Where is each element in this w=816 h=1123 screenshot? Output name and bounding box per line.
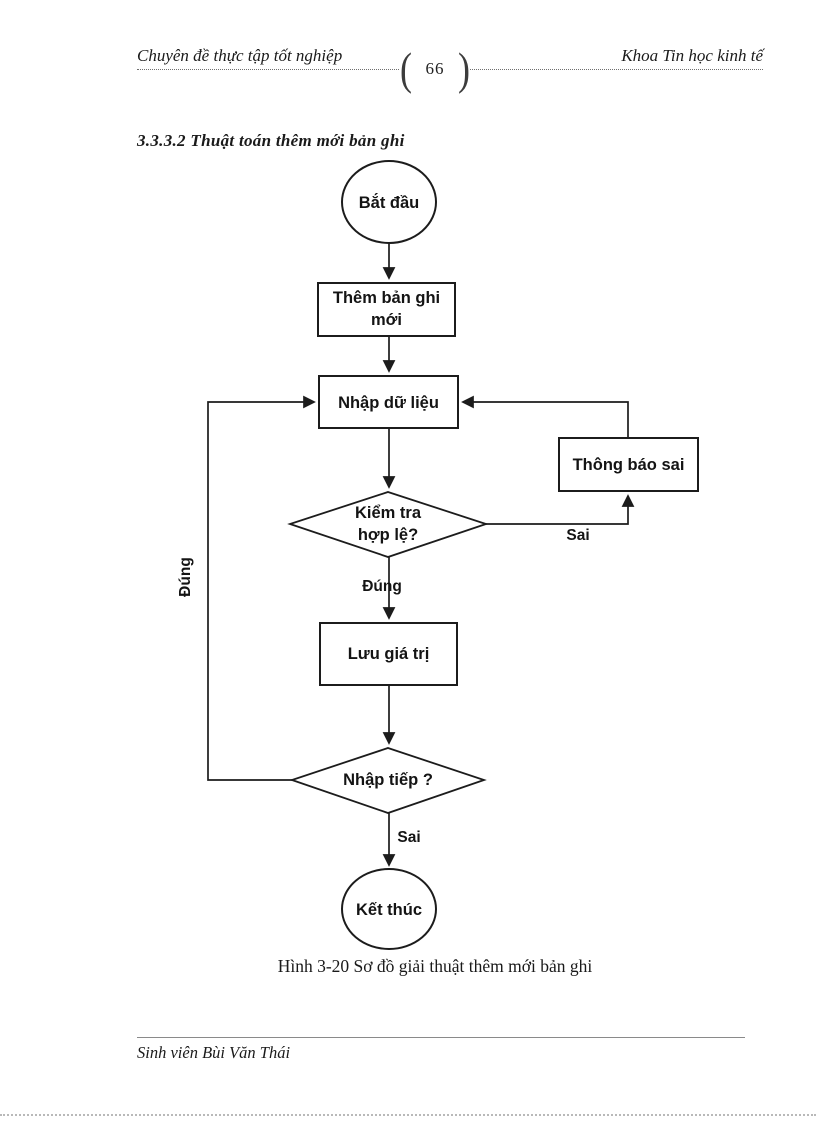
end-node-label: Kết thúc <box>356 901 422 919</box>
page-number-brace-right: ) <box>458 44 470 94</box>
edge-error-to-input <box>461 395 629 438</box>
continue-input-label: Nhập tiếp ? <box>343 771 433 789</box>
input-data-process-shape <box>318 375 459 429</box>
save-value-label: Lưu giá trị <box>347 645 430 663</box>
footer-student-name: Sinh viên Bùi Văn Thái <box>137 1043 291 1062</box>
edge-validate-sai-to-error <box>486 494 635 525</box>
validate-decision-shape <box>287 491 489 558</box>
add-record-process-shape <box>317 282 456 337</box>
end-terminator-shape <box>341 868 437 950</box>
save-value-process-shape <box>319 622 458 686</box>
page-number-badge: ( 66 ) <box>400 46 470 92</box>
edge-label-validate-sai: Sai <box>566 527 590 544</box>
footer-rule <box>137 1037 745 1038</box>
input-data-label: Nhập dữ liệu <box>338 394 439 412</box>
page-number-brace-left: ( <box>400 44 412 94</box>
add-record-label: Thêm bản ghi mới <box>332 289 441 330</box>
header-right-title: Khoa Tin học kinh tế <box>621 46 763 65</box>
header-left-title: Chuyên đề thực tập tốt nghiệp <box>137 46 343 65</box>
page-bottom-edge <box>0 1114 816 1116</box>
validate-label: Kiểm tra hợp lệ? <box>354 504 422 545</box>
edge-label-continue-sai: Sai <box>397 829 421 846</box>
edge-label-continue-dung: Đúng <box>177 557 194 597</box>
page-number: 66 <box>425 59 445 78</box>
continue-decision-shape <box>289 747 487 814</box>
edge-continue-dung-to-input <box>207 395 316 781</box>
start-terminator-shape <box>341 160 437 244</box>
edge-label-validate-dung: Đúng <box>362 578 402 595</box>
start-node-label: Bắt đầu <box>358 194 420 212</box>
figure-caption: Hình 3-20 Sơ đồ giải thuật thêm mới bản … <box>277 956 593 976</box>
section-heading: 3.3.3.2 Thuật toán thêm mới bản ghi <box>137 131 405 150</box>
error-message-process-shape <box>558 437 699 492</box>
error-message-label: Thông báo sai <box>572 456 685 474</box>
